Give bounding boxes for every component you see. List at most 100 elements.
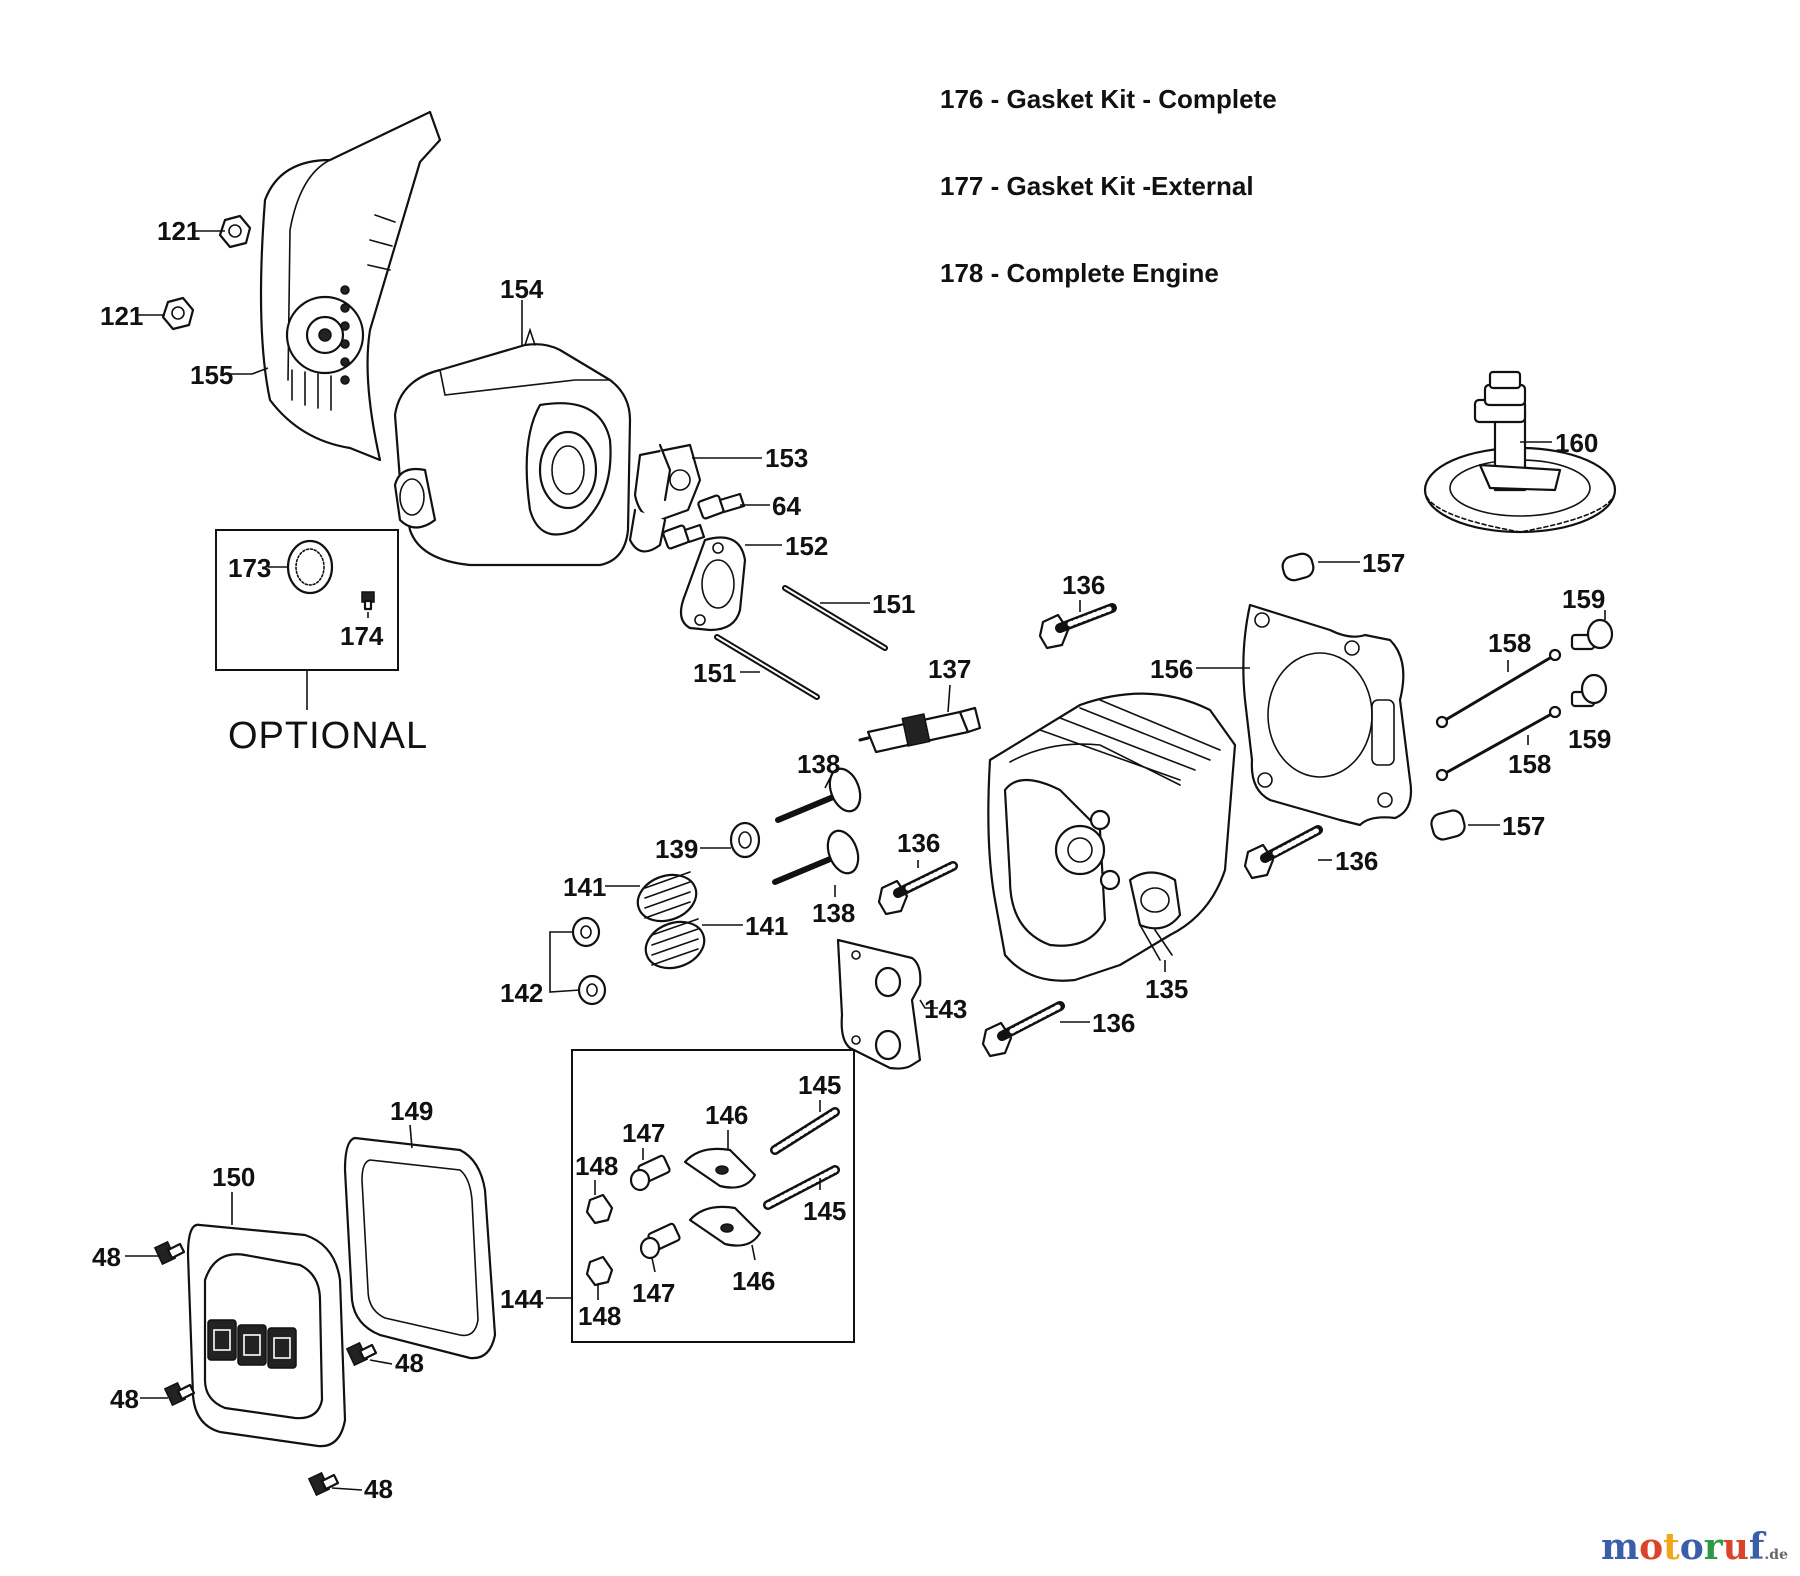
- label-143: 143: [924, 994, 967, 1024]
- retainer-142-lower-part: [577, 974, 607, 1006]
- label-121-upper: 121: [157, 216, 200, 246]
- stud-151-upper-part: [782, 585, 888, 651]
- tappet-159-upper-part: [1570, 618, 1614, 651]
- label-136-bottom: 136: [1092, 1008, 1135, 1038]
- label-157-upper: 157: [1362, 548, 1405, 578]
- dowel-157-lower-part: [1430, 809, 1466, 841]
- label-142: 142: [500, 978, 543, 1008]
- nut-148-upper-part: [585, 1193, 614, 1225]
- exhaust-gasket-152-part: [679, 536, 747, 632]
- rocker-stud-145-upper-part: [770, 1107, 840, 1155]
- camshaft-160-part: [1423, 370, 1617, 534]
- tappet-159-lower-part: [1570, 673, 1608, 708]
- stud-151-lower-part: [714, 634, 820, 700]
- label-121-lower: 121: [100, 301, 143, 331]
- push-rod-158-lower-part: [1435, 705, 1562, 782]
- head-gasket-156-part: [1242, 603, 1413, 827]
- label-155: 155: [190, 360, 233, 390]
- label-141-upper: 141: [563, 872, 606, 902]
- label-135: 135: [1145, 974, 1188, 1004]
- retainer-142-upper-part: [571, 916, 601, 948]
- label-154: 154: [500, 274, 544, 304]
- label-146-upper: 146: [705, 1100, 748, 1130]
- valve-cover-gasket-149-part: [343, 1136, 497, 1360]
- pivot-147-lower-part: [639, 1222, 681, 1260]
- note-complete-engine: 178 - Complete Engine: [940, 258, 1219, 288]
- label-136-right: 136: [1335, 846, 1378, 876]
- label-158-upper: 158: [1488, 628, 1531, 658]
- bolt-136-middle-part: [877, 861, 958, 916]
- label-48-b: 48: [395, 1348, 424, 1378]
- rocker-stud-145-lower-part: [763, 1165, 840, 1210]
- spark-plug-137-part: [858, 706, 982, 754]
- label-147-lower: 147: [632, 1278, 675, 1308]
- label-145-upper: 145: [798, 1070, 841, 1100]
- nut-121-lower-part: [161, 296, 195, 331]
- note-gasket-kit-external: 177 - Gasket Kit -External: [940, 171, 1254, 201]
- watermark-text: motoruf: [1601, 1526, 1765, 1568]
- label-48-c: 48: [110, 1384, 139, 1414]
- rocker-arm-146-upper-part: [683, 1147, 757, 1189]
- heat-shield-part: [259, 110, 442, 462]
- valve-138-lower-part: [772, 829, 860, 885]
- label-158-lower: 158: [1508, 749, 1551, 779]
- label-146-lower: 146: [732, 1266, 775, 1296]
- valve-spring-141-upper-part: [636, 871, 698, 923]
- label-151-lower: 151: [693, 658, 736, 688]
- label-141-lower: 141: [745, 911, 788, 941]
- label-136-top: 136: [1062, 570, 1105, 600]
- label-156: 156: [1150, 654, 1193, 684]
- rocker-parts-box: [571, 1049, 855, 1343]
- label-157-lower: 157: [1502, 811, 1545, 841]
- label-144: 144: [500, 1284, 544, 1314]
- label-152: 152: [785, 531, 828, 561]
- label-148-upper: 148: [575, 1151, 618, 1181]
- spark-screen-173-part: [286, 539, 334, 595]
- label-150: 150: [212, 1162, 255, 1192]
- bolt-48-c-part: [163, 1381, 196, 1407]
- bolt-48-a-part: [153, 1240, 186, 1266]
- pivot-147-upper-part: [629, 1154, 671, 1192]
- guide-plate-143-part: [836, 938, 922, 1070]
- label-139: 139: [655, 834, 698, 864]
- label-159-lower: 159: [1568, 724, 1611, 754]
- label-64: 64: [772, 491, 801, 521]
- label-138-upper: 138: [797, 749, 840, 779]
- bolt-64-part: [662, 492, 746, 550]
- label-149: 149: [390, 1096, 433, 1126]
- bolt-136-bottom-part: [981, 1001, 1065, 1058]
- label-160: 160: [1555, 428, 1598, 458]
- leader-lines: [125, 230, 1606, 1491]
- cylinder-head-135-part: [987, 692, 1237, 982]
- label-153: 153: [765, 443, 808, 473]
- valve-138-upper-part: [775, 767, 862, 823]
- valve-cover-150-part: [186, 1223, 347, 1448]
- bolt-136-right-part: [1243, 825, 1323, 880]
- bolt-48-d-part: [307, 1471, 340, 1497]
- valve-spring-141-lower-part: [644, 918, 706, 970]
- label-138-lower: 138: [812, 898, 855, 928]
- bolt-136-top-part: [1038, 603, 1117, 650]
- watermark-suffix: .de: [1764, 1547, 1788, 1563]
- label-148-lower: 148: [578, 1301, 621, 1331]
- valve-seal-139-part: [729, 821, 761, 859]
- label-136-middle: 136: [897, 828, 940, 858]
- note-gasket-kit-complete: 176 - Gasket Kit - Complete: [940, 84, 1277, 114]
- label-159-upper: 159: [1562, 584, 1605, 614]
- label-151-upper: 151: [872, 589, 915, 619]
- screw-174-part: [361, 591, 375, 611]
- dowel-157-upper-part: [1281, 552, 1315, 582]
- label-48-d: 48: [364, 1474, 393, 1504]
- label-137: 137: [928, 654, 971, 684]
- rocker-arm-146-lower-part: [688, 1205, 762, 1247]
- label-173: 173: [228, 553, 271, 583]
- nut-121-upper-part: [218, 214, 252, 249]
- watermark-logo: motoruf.de: [1601, 1526, 1788, 1568]
- muffler-part: [393, 327, 632, 567]
- label-147-upper: 147: [622, 1118, 665, 1148]
- bracket-153-part: [628, 443, 702, 553]
- label-48-a: 48: [92, 1242, 121, 1272]
- label-145-lower: 145: [803, 1196, 846, 1226]
- nut-148-lower-part: [585, 1255, 614, 1287]
